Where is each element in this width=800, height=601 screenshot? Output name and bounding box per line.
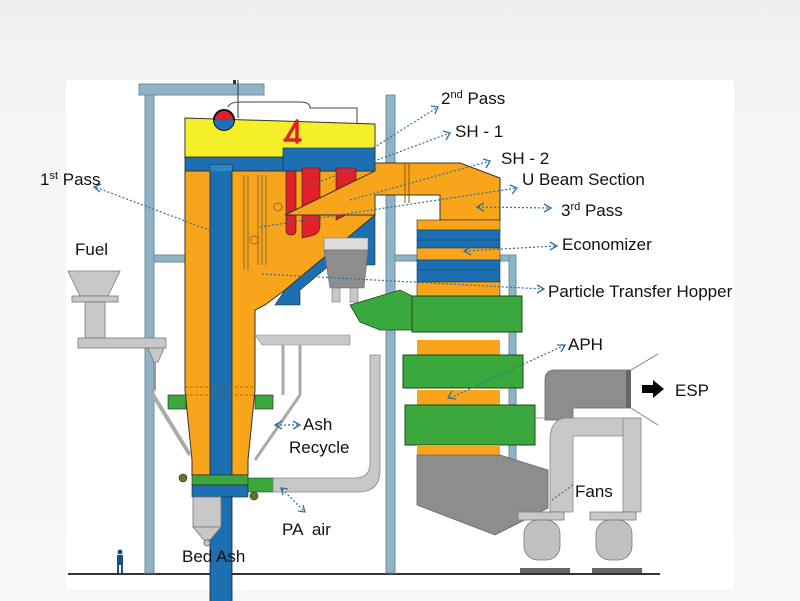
- third-pass: [284, 162, 549, 536]
- label-economizer: Economizer: [562, 235, 652, 254]
- steam-drum: [213, 109, 235, 131]
- esp-arrow-icon: [642, 380, 664, 398]
- label-pa-air: PA air: [282, 520, 331, 539]
- pa-air-duct: [247, 334, 381, 493]
- label-first-pass: 1st Pass: [40, 170, 101, 189]
- esp-duct: [544, 369, 631, 421]
- fan-1: [517, 511, 570, 573]
- left-column: [144, 94, 155, 574]
- label-ash-recycle-line2: Recycle: [289, 438, 349, 457]
- label-bed-ash: Bed Ash: [182, 547, 245, 566]
- label-u-beam-section: U Beam Section: [522, 170, 645, 189]
- aph-middle: [402, 354, 524, 389]
- middle-column: [385, 94, 396, 574]
- label-fuel: Fuel: [75, 240, 108, 259]
- particle-transfer-hopper: [323, 249, 369, 289]
- label-third-pass: 3rd Pass: [561, 201, 623, 220]
- bed-ash-hopper: [192, 496, 222, 528]
- label-fans: Fans: [575, 482, 613, 501]
- person-figure: [117, 549, 123, 573]
- economizer-bank-1: [416, 229, 501, 249]
- leader-lines: [92, 105, 574, 513]
- label-second-pass: 2nd Pass: [441, 89, 505, 108]
- economizer-bank-2: [416, 259, 501, 283]
- aph-lower: [404, 404, 536, 446]
- label-sh2: SH - 2: [501, 149, 549, 168]
- fan-2: [589, 511, 642, 573]
- label-ash-recycle-line1: Ash: [303, 415, 332, 434]
- sh1-panel: [285, 170, 297, 236]
- aph-upper: [411, 295, 523, 333]
- label-particle-transfer-hopper: Particle Transfer Hopper: [548, 282, 733, 301]
- flue-ducts: [517, 353, 664, 573]
- aph-ash-hopper: [416, 454, 549, 536]
- labels: 1st Pass Fuel 2nd Pass SH - 1 SH - 2 U B…: [40, 89, 733, 566]
- label-sh1: SH - 1: [455, 122, 503, 141]
- steam-pipe: [227, 101, 358, 150]
- label-esp: ESP: [675, 381, 709, 400]
- label-aph: APH: [568, 335, 603, 354]
- fuel-feeder: [67, 270, 192, 457]
- top-beam: [138, 83, 265, 96]
